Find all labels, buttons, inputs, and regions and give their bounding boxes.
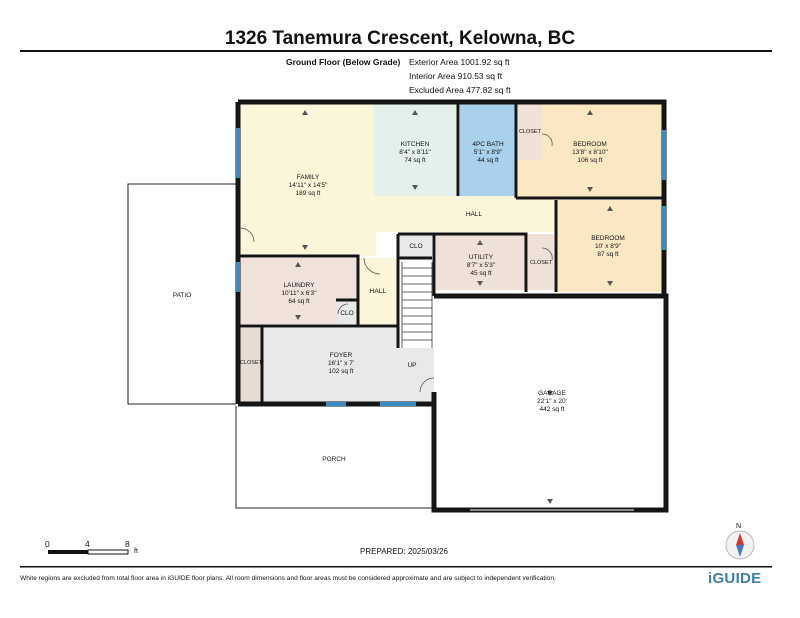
bedroom1-area: 106 sq ft bbox=[577, 157, 603, 164]
laundry-dims: 10'11" x 6'3" bbox=[281, 290, 317, 297]
bath-dims: 5'1" x 8'9" bbox=[473, 149, 503, 156]
room-family: FAMILY 14'11" x 14'5" 189 sq ft bbox=[289, 174, 328, 198]
clo-upper-fill bbox=[398, 234, 432, 258]
clo-lower-label: CLO bbox=[340, 310, 354, 317]
closet-bed-fill bbox=[518, 104, 542, 160]
porch-label: PORCH bbox=[322, 456, 346, 463]
bedroom1-dims: 13'8" x 8'10" bbox=[572, 149, 608, 156]
foyer-area: 102 sq ft bbox=[328, 368, 354, 375]
scale-tick-8: 8 bbox=[125, 539, 130, 549]
foyer-dims: 16'1" x 7' bbox=[327, 360, 355, 367]
laundry-name: LAUNDRY bbox=[283, 282, 315, 289]
room-garage: GARAGE 22'1" x 20' 442 sq ft bbox=[537, 390, 567, 414]
exterior-area: Exterior Area 1001.92 sq ft bbox=[409, 57, 510, 67]
utility-area: 45 sq ft bbox=[470, 270, 492, 277]
laundry-area: 64 sq ft bbox=[288, 298, 310, 305]
closet-bedroom-label: CLOSET bbox=[518, 129, 542, 135]
hall-upper-label: HALL bbox=[465, 211, 483, 218]
prepared-date: PREPARED: 2025/03/26 bbox=[360, 547, 448, 556]
compass-north-label: N bbox=[736, 523, 742, 530]
garage-dims: 22'1" x 20' bbox=[537, 398, 567, 405]
room-laundry: LAUNDRY 10'11" x 6'3" 64 sq ft bbox=[281, 282, 316, 306]
stairs bbox=[401, 262, 433, 348]
bedroom1-name: BEDROOM bbox=[573, 141, 607, 148]
bath-name: 4PC BATH bbox=[472, 141, 504, 148]
bedroom2-dims: 10' x 8'9" bbox=[594, 243, 622, 250]
door-swings bbox=[239, 133, 553, 393]
garage-area: 442 sq ft bbox=[539, 406, 565, 413]
closet-foyer-label: CLOSET bbox=[239, 360, 263, 366]
brand-logo: iGUIDE bbox=[708, 570, 762, 587]
bedroom2-name: BEDROOM bbox=[591, 235, 625, 242]
stairs-up-label: UP bbox=[407, 362, 417, 369]
stair-fill bbox=[400, 262, 434, 348]
exterior-outlines bbox=[127, 183, 434, 509]
scale-tick-4: 4 bbox=[85, 539, 90, 549]
room-foyer: FOYER 16'1" x 7' 102 sq ft bbox=[328, 352, 354, 376]
title-rule bbox=[20, 50, 772, 52]
floor-name: Ground Floor (Below Grade) bbox=[286, 57, 401, 67]
bedroom2-fill bbox=[556, 200, 662, 292]
utility-name: UTILITY bbox=[468, 254, 494, 261]
hall-lower-label: HALL bbox=[369, 288, 387, 295]
garage-name: GARAGE bbox=[538, 390, 566, 397]
room-bath: 4PC BATH 5'1" x 8'9" 44 sq ft bbox=[472, 141, 503, 165]
footer-disclaimer: White regions are excluded from total fl… bbox=[20, 575, 556, 582]
family-fill bbox=[240, 104, 376, 256]
hall-lower-fill bbox=[360, 258, 398, 324]
hall-fill bbox=[376, 196, 556, 232]
utility-dims: 8'7" x 5'3" bbox=[466, 262, 496, 269]
plan-title: 1326 Tanemura Crescent, Kelowna, BC bbox=[224, 28, 576, 49]
bedroom2-area: 87 sq ft bbox=[597, 251, 619, 258]
kitchen-name: KITCHEN bbox=[400, 141, 430, 148]
kitchen-fill bbox=[374, 104, 458, 196]
room-bedroom-1: BEDROOM 13'8" x 8'10" 106 sq ft bbox=[572, 141, 608, 165]
interior-area: Interior Area 910.53 sq ft bbox=[409, 71, 503, 81]
clo-lower-fill bbox=[338, 300, 358, 324]
bath-area: 44 sq ft bbox=[477, 157, 499, 164]
family-area: 189 sq ft bbox=[295, 190, 321, 197]
interior-walls bbox=[240, 104, 664, 404]
excluded-area: Excluded Area 477.82 sq ft bbox=[409, 85, 511, 95]
clo-upper-label: CLO bbox=[409, 243, 423, 250]
scale-bar bbox=[48, 549, 129, 555]
foyer-name: FOYER bbox=[329, 352, 353, 359]
windows bbox=[236, 128, 666, 406]
room-utility: UTILITY 8'7" x 5'3" 45 sq ft bbox=[467, 254, 495, 278]
bath-fill bbox=[460, 104, 516, 196]
room-bedroom-2: BEDROOM 10' x 8'9" 87 sq ft bbox=[591, 235, 625, 259]
room-kitchen: KITCHEN 8'4" x 8'11" 74 sq ft bbox=[399, 141, 431, 165]
compass-icon bbox=[725, 530, 755, 560]
closet-foyer-fill bbox=[240, 328, 262, 402]
kitchen-dims: 8'4" x 8'11" bbox=[399, 149, 431, 156]
scale-unit: ft bbox=[134, 548, 138, 555]
dimension-arrows bbox=[295, 110, 613, 504]
closet-util-fill bbox=[528, 234, 554, 290]
scale-tick-0: 0 bbox=[45, 539, 50, 549]
patio-label: PATIO bbox=[172, 292, 192, 299]
closet-utility-label: CLOSET bbox=[529, 260, 553, 266]
kitchen-area: 74 sq ft bbox=[404, 157, 426, 164]
family-name: FAMILY bbox=[296, 174, 320, 181]
family-dims: 14'11" x 14'5" bbox=[288, 182, 328, 189]
